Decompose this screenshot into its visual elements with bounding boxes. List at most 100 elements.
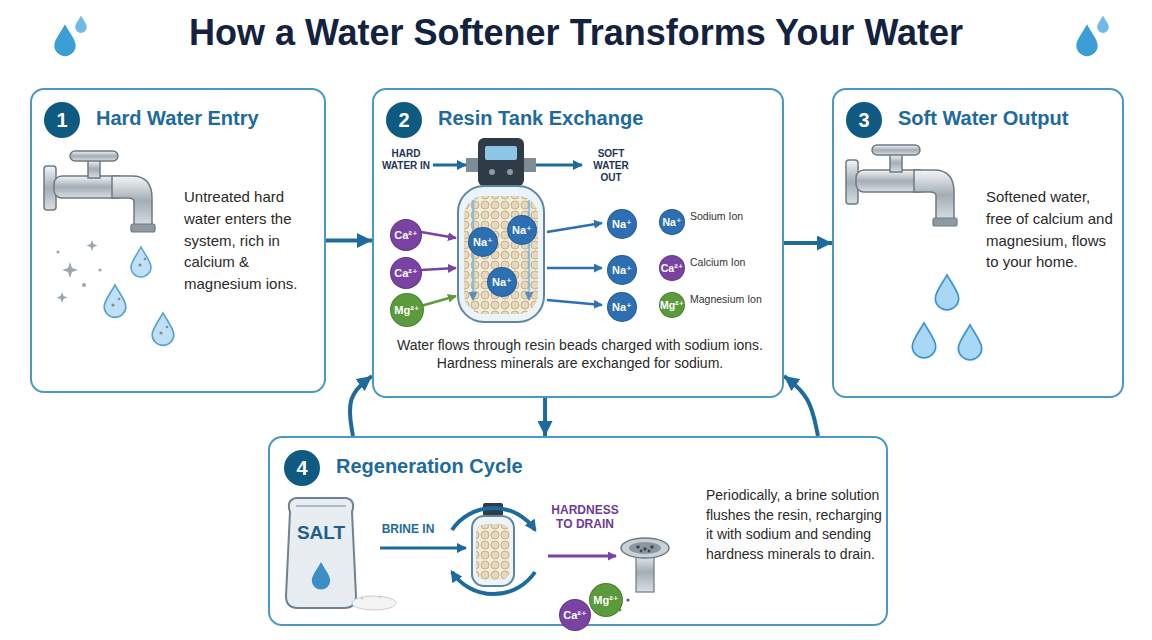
drain-arrow	[548, 556, 616, 557]
flow-label: HARD WATER IN	[381, 148, 431, 172]
ion-arrows	[547, 223, 602, 232]
ion-symbol: Ca²⁺	[563, 609, 587, 622]
drain	[621, 538, 669, 558]
faucet	[933, 218, 957, 226]
flow-arrows	[433, 164, 466, 167]
ion-badge: Ca²⁺	[390, 219, 422, 251]
drain	[640, 550, 643, 553]
ion-symbol: Na⁺	[612, 218, 632, 231]
resin-tank	[528, 200, 531, 300]
step-description: Water flows through resin beads charged …	[390, 336, 770, 372]
drain	[619, 538, 669, 611]
step-heading: Regeneration Cycle	[336, 455, 636, 478]
ion-badge: Na⁺	[607, 255, 637, 285]
step-description: Softened water, free of calcium and magn…	[986, 186, 1118, 273]
ion-symbol: Mg²⁺	[394, 304, 419, 317]
flow-connector	[784, 376, 818, 436]
ion-symbol: Ca²⁺	[661, 262, 683, 274]
step-number-text: 3	[858, 109, 869, 132]
hard-water-drops	[118, 298, 121, 301]
regen-tank	[472, 503, 514, 586]
drain	[636, 545, 640, 549]
drain	[648, 550, 651, 553]
step-description: Untreated hard water enters the system, …	[184, 186, 322, 295]
faucet	[872, 145, 920, 155]
flow-connector	[350, 376, 372, 436]
mineral-sparkles	[62, 262, 78, 278]
faucet	[88, 160, 100, 178]
flow-arrows	[536, 164, 582, 167]
faucet	[846, 145, 957, 226]
ion-symbol: Ca²⁺	[394, 229, 418, 242]
ion-symbol: Na⁺	[663, 216, 682, 228]
step-number: 1	[44, 102, 80, 138]
flow-arrows	[433, 165, 582, 166]
drain	[626, 598, 629, 601]
step-heading: Soft Water Output	[898, 107, 1118, 130]
hard-water-drops	[104, 285, 126, 318]
mineral-sparkles	[82, 283, 86, 287]
flow-label: BRINE IN	[366, 522, 450, 536]
flow-label: HARDNESS TO DRAIN	[545, 503, 625, 531]
soft-water-drops	[912, 275, 981, 360]
step-number: 3	[846, 102, 882, 138]
ion-badge: Ca²⁺	[390, 257, 422, 289]
faucet	[890, 154, 902, 172]
drain	[643, 547, 647, 551]
hard-water-drops	[131, 247, 151, 277]
step-number-text: 4	[296, 457, 307, 480]
mineral-sparkles	[87, 240, 98, 251]
legend-swatch: Ca²⁺	[659, 255, 685, 281]
salt-bag	[286, 498, 356, 608]
resin-tank	[507, 169, 513, 175]
hard-water-drops	[166, 326, 169, 329]
hard-water-drops	[159, 331, 162, 334]
resin-tank	[458, 186, 544, 322]
ion-symbol: Na⁺	[612, 264, 632, 277]
resin-tank	[464, 196, 538, 314]
ion-badge: Na⁺	[468, 227, 498, 257]
mineral-sparkles	[98, 268, 101, 271]
step-heading: Resin Tank Exchange	[438, 107, 758, 130]
cycle-arrows	[452, 572, 535, 594]
step-number-text: 1	[56, 109, 67, 132]
soft-water-drops	[912, 323, 935, 358]
ion-badge: Ca²⁺	[559, 599, 591, 631]
salt-bag	[352, 596, 396, 610]
resin-tank	[478, 138, 524, 186]
hard-water-drops	[138, 263, 141, 266]
ion-symbol: Na⁺	[492, 276, 512, 289]
ion-badge: Na⁺	[607, 209, 637, 239]
resin-tank	[458, 138, 544, 322]
mineral-sparkles	[57, 292, 68, 303]
ion-symbol: Mg²⁺	[593, 594, 618, 607]
resin-tank	[466, 158, 478, 172]
legend-swatch: Na⁺	[659, 209, 685, 235]
salt-bag	[296, 505, 346, 507]
legend-text: Sodium Ion	[690, 210, 762, 223]
title-drops	[54, 24, 75, 56]
ion-symbol: Ca²⁺	[394, 267, 418, 280]
salt-bag	[312, 562, 330, 590]
hard-water-drops	[152, 313, 174, 346]
faucet	[112, 176, 152, 226]
ion-badge: Na⁺	[507, 215, 537, 245]
ion-badge: Na⁺	[487, 267, 517, 297]
regen-tank	[472, 516, 514, 586]
mineral-sparkles	[56, 240, 101, 303]
title-drops	[75, 15, 87, 32]
soft-water-drops	[935, 275, 958, 310]
salt-bag	[379, 596, 382, 599]
title-drops	[1097, 15, 1109, 32]
cycle-arrows	[452, 508, 535, 530]
mineral-sparkles	[56, 250, 59, 253]
diagram-title: How a Water Softener Transforms Your Wat…	[0, 12, 1152, 54]
step-panel: Soft Water OutputSoftened water, free of…	[832, 88, 1124, 398]
step-description: Periodically, a brine solution flushes t…	[706, 486, 884, 564]
salt-bag	[286, 498, 396, 610]
step-number-text: 2	[398, 109, 409, 132]
ion-symbol: Na⁺	[473, 236, 493, 249]
ion-symbol: Na⁺	[512, 224, 532, 237]
flow-connector	[543, 398, 547, 436]
